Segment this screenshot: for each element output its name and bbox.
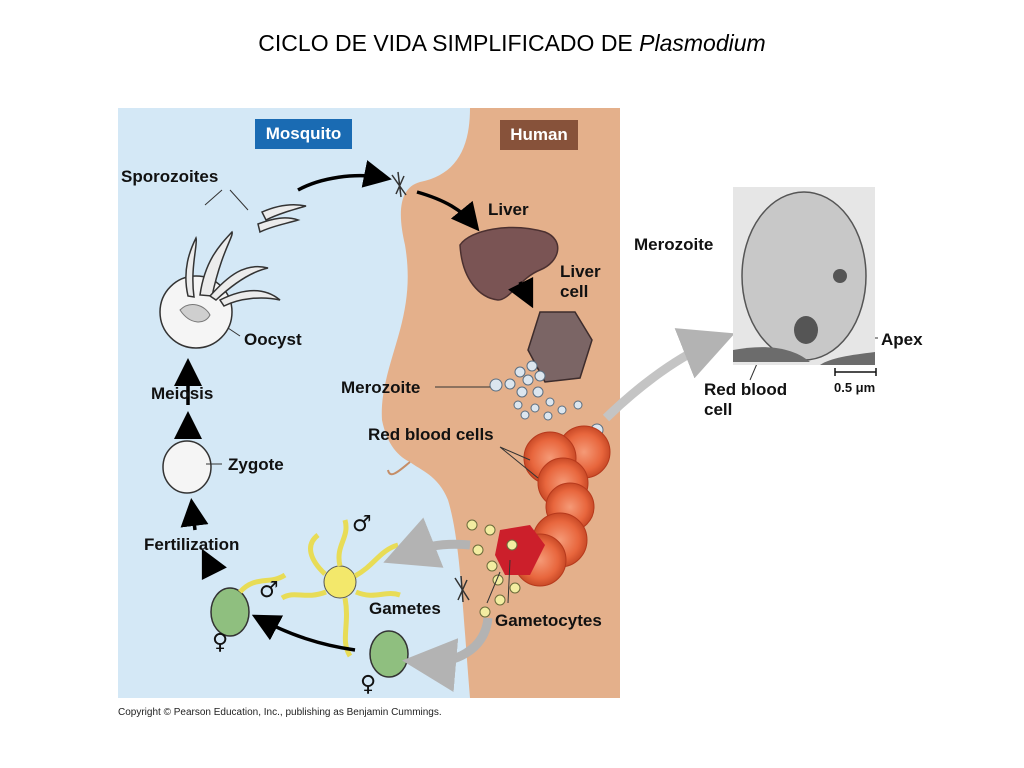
scale-label: 0.5 μm	[834, 380, 876, 395]
male-symbol-top: ♂	[352, 512, 372, 537]
label-zygote: Zygote	[228, 455, 284, 474]
human-tag: Human	[500, 120, 578, 150]
gray-arrow-to-male	[383, 517, 471, 568]
label-liver-cell: Liver cell	[560, 262, 601, 301]
liver-cell-illustration	[527, 311, 593, 383]
red-blood-cells	[495, 425, 611, 587]
sporozoites-illustration	[185, 203, 307, 307]
female-symbol-left: ♀	[212, 630, 229, 655]
arrow-to-human	[297, 160, 392, 192]
page-title: CICLO DE VIDA SIMPLIFICADO DE Plasmodium	[0, 30, 1024, 57]
label-liver: Liver	[488, 200, 529, 219]
copyright-text: Copyright © Pearson Education, Inc., pub…	[118, 707, 442, 718]
label-meiosis: Meiosis	[151, 384, 214, 403]
mosquito-icon-top	[391, 171, 407, 198]
female-gamete-left	[210, 587, 250, 637]
label-fertilization: Fertilization	[144, 535, 240, 554]
label-gametocytes: Gametocytes	[495, 611, 602, 630]
micrograph-label-apex: Apex	[881, 330, 923, 349]
title-italic: Plasmodium	[639, 30, 766, 56]
mosquito-tag: Mosquito	[255, 119, 352, 149]
liver-illustration	[459, 226, 559, 301]
male-symbol-left: ♂	[259, 578, 279, 603]
gametocyte-dots	[466, 519, 521, 618]
mosquito-icon-bottom	[454, 575, 470, 603]
arrow-fertilization	[180, 498, 209, 531]
female-gamete-right	[369, 630, 409, 678]
label-sporozoites: Sporozoites	[121, 167, 219, 186]
gray-arrow-to-micrograph	[602, 328, 735, 422]
label-red-blood-cells: Red blood cells	[368, 425, 494, 444]
scale-bar	[834, 368, 877, 376]
label-oocyst: Oocyst	[244, 330, 302, 349]
male-gamete-illustration	[280, 519, 401, 658]
arrow-to-liver	[416, 190, 480, 232]
zygote-illustration	[162, 440, 212, 494]
gray-arrow-to-female	[402, 617, 493, 692]
micrograph-label-rbc: Red blood cell	[704, 380, 788, 419]
arrow-to-liver-cell	[508, 276, 534, 309]
label-gametes: Gametes	[369, 599, 441, 618]
female-symbol-right: ♀	[360, 672, 377, 697]
label-merozoite: Merozoite	[341, 378, 421, 397]
title-main: CICLO DE VIDA SIMPLIFICADO DE	[258, 30, 633, 56]
arrow-gametes	[251, 614, 356, 652]
rbc-micrograph	[733, 347, 810, 362]
micrograph-label-merozoite: Merozoite	[634, 235, 714, 254]
